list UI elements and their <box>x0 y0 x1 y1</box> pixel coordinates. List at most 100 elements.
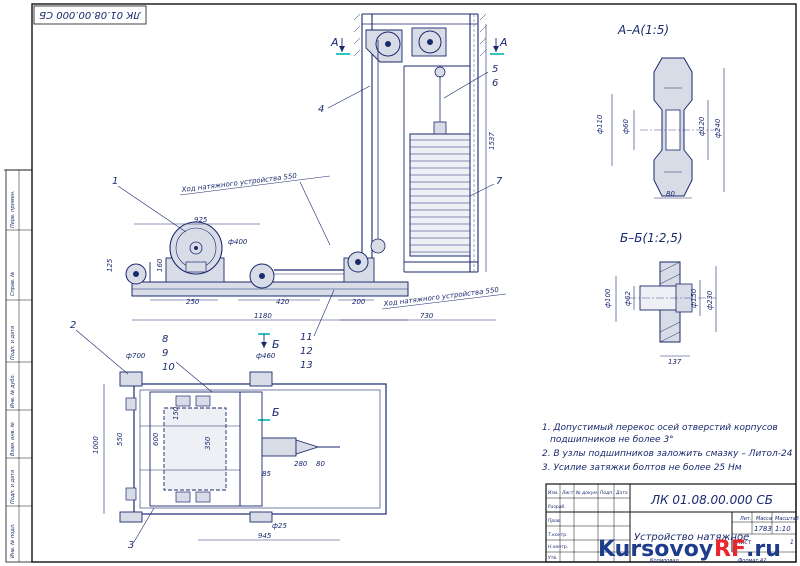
svg-text:№ докум.: № докум. <box>575 490 598 496</box>
title-mass: 1783 <box>754 525 772 533</box>
svg-text:Т.контр.: Т.контр. <box>548 532 568 538</box>
callout-4: 4 <box>318 104 324 115</box>
note-2: 2. В узлы подшипников заложить смазку – … <box>542 449 793 459</box>
watermark-part3: .ru <box>746 537 781 562</box>
section-a-marker-left: А <box>330 36 350 55</box>
svg-text:160: 160 <box>156 258 164 272</box>
side-stamp-labels: Перв. примен. Справ. № Подп. и дата Инв.… <box>10 190 16 558</box>
callout-5: 5 <box>492 64 498 75</box>
side-label-6: Подп. и дата <box>10 470 16 504</box>
callout-7: 7 <box>496 176 503 187</box>
svg-text:ф700: ф700 <box>126 352 146 360</box>
callout-13: 13 <box>300 360 313 371</box>
title-block <box>545 483 797 563</box>
svg-text:925: 925 <box>194 216 208 224</box>
section-b-letter-bottom: Б <box>272 406 280 419</box>
section-a-letter-right: А <box>499 36 508 49</box>
svg-text:Лит.: Лит. <box>739 516 752 522</box>
section-bb-dims: ф100 ф62 ф150 ф230 137 <box>604 288 714 366</box>
svg-text:ф230: ф230 <box>706 290 714 310</box>
callout-1: 1 <box>112 176 118 187</box>
side-label-7: Инв. № подл. <box>10 524 16 559</box>
svg-text:125: 125 <box>106 258 114 272</box>
callout-12: 12 <box>300 346 313 357</box>
svg-text:ф62: ф62 <box>624 291 632 306</box>
side-label-1: Перв. примен. <box>10 190 16 228</box>
side-label-4: Инв. № дубл. <box>10 374 16 408</box>
svg-text:Дата: Дата <box>615 490 628 496</box>
watermark-part1: Kursovoy <box>598 537 713 562</box>
svg-text:600: 600 <box>152 432 160 446</box>
title-code: ЛК 01.08.00.000 СБ <box>650 493 773 507</box>
svg-text:ф240: ф240 <box>714 118 722 138</box>
callout-8: 8 <box>162 334 168 345</box>
svg-text:ф110: ф110 <box>596 114 604 134</box>
svg-text:250: 250 <box>186 298 200 306</box>
note-3: 3. Усилие затяжки болтов не более 25 Нм <box>542 463 742 473</box>
technical-notes: 1. Допустимый перекос осей отверстий кор… <box>542 423 793 473</box>
callout-2: 2 <box>70 320 76 331</box>
note-1: 1. Допустимый перекос осей отверстий кор… <box>542 423 778 433</box>
side-label-2: Справ. № <box>10 272 16 296</box>
svg-text:Масштаб: Масштаб <box>775 516 799 522</box>
svg-text:150: 150 <box>172 406 180 420</box>
watermark-logo: Kursovoy RF .ru <box>598 537 781 562</box>
rotated-code-box <box>33 5 147 25</box>
svg-text:Масса: Масса <box>756 516 772 522</box>
svg-text:ф120: ф120 <box>698 116 706 136</box>
main-drum <box>165 221 225 283</box>
svg-text:Формат А2: Формат А2 <box>738 558 766 564</box>
svg-text:Н.контр.: Н.контр. <box>548 544 568 550</box>
svg-text:ф400: ф400 <box>228 238 248 246</box>
side-stamp-dividers <box>6 229 32 507</box>
svg-text:730: 730 <box>420 312 434 320</box>
section-b-marker: Б Б <box>258 333 280 421</box>
section-bb-drawing <box>615 261 717 357</box>
callout-6: 6 <box>492 78 498 89</box>
tower-hatch <box>353 13 487 57</box>
section-bb-title: Б–Б(1:2,5) <box>620 231 683 245</box>
tensioner-pulley <box>343 238 386 283</box>
callout-9: 9 <box>162 348 168 359</box>
title-scale: 1:10 <box>775 525 791 533</box>
side-label-3: Подп. и дата <box>10 326 16 360</box>
svg-text:ф460: ф460 <box>256 352 276 360</box>
svg-text:80: 80 <box>666 190 675 198</box>
svg-text:Разраб.: Разраб. <box>548 504 566 510</box>
svg-text:Подп.: Подп. <box>600 490 614 496</box>
svg-text:ф150: ф150 <box>690 288 698 308</box>
callouts-front: 1 4 5 6 7 11 12 13 <box>112 64 503 371</box>
svg-text:ф25: ф25 <box>272 522 287 530</box>
svg-text:80: 80 <box>316 460 325 468</box>
title-block-text: ЛК 01.08.00.000 СБ Устройство натяжное Л… <box>548 490 799 564</box>
svg-text:Изм.: Изм. <box>548 490 559 496</box>
note-1-cont: подшипников не более 3° <box>550 435 674 445</box>
svg-text:Утв.: Утв. <box>548 555 557 561</box>
callout-10: 10 <box>162 362 175 373</box>
left-roller <box>125 263 147 285</box>
watermark-part2: RF <box>714 537 746 562</box>
svg-text:1: 1 <box>790 539 794 546</box>
front-dimensions: 925 ф400 125 160 250 420 200 1180 730 15… <box>106 24 496 321</box>
svg-text:200: 200 <box>352 298 366 306</box>
svg-text:945: 945 <box>258 532 272 540</box>
top-view-wheels <box>119 371 273 523</box>
section-aa-drawing <box>611 57 725 199</box>
rotated-code-text: ЛК 01.08.00.000 СБ <box>39 9 142 20</box>
svg-text:1000: 1000 <box>92 436 100 454</box>
svg-text:550: 550 <box>116 432 124 446</box>
svg-text:Копировал: Копировал <box>650 558 679 564</box>
section-a-marker-right: А <box>490 36 508 55</box>
svg-text:Лист: Лист <box>561 490 574 496</box>
top-dimensions: ф700 ф460 ф25 945 1000 550 600 150 350 2… <box>92 352 340 541</box>
title-name: Устройство натяжное <box>634 532 749 543</box>
section-aa-title: А–А(1:5) <box>617 23 669 37</box>
svg-text:Лист: Лист <box>735 539 752 546</box>
svg-text:ф60: ф60 <box>622 119 630 134</box>
svg-text:137: 137 <box>668 358 682 366</box>
counterweight-stack <box>409 121 471 257</box>
section-b-letter-top: Б <box>272 338 280 351</box>
svg-text:ф100: ф100 <box>604 288 612 308</box>
top-pulley-assembly <box>365 27 447 78</box>
